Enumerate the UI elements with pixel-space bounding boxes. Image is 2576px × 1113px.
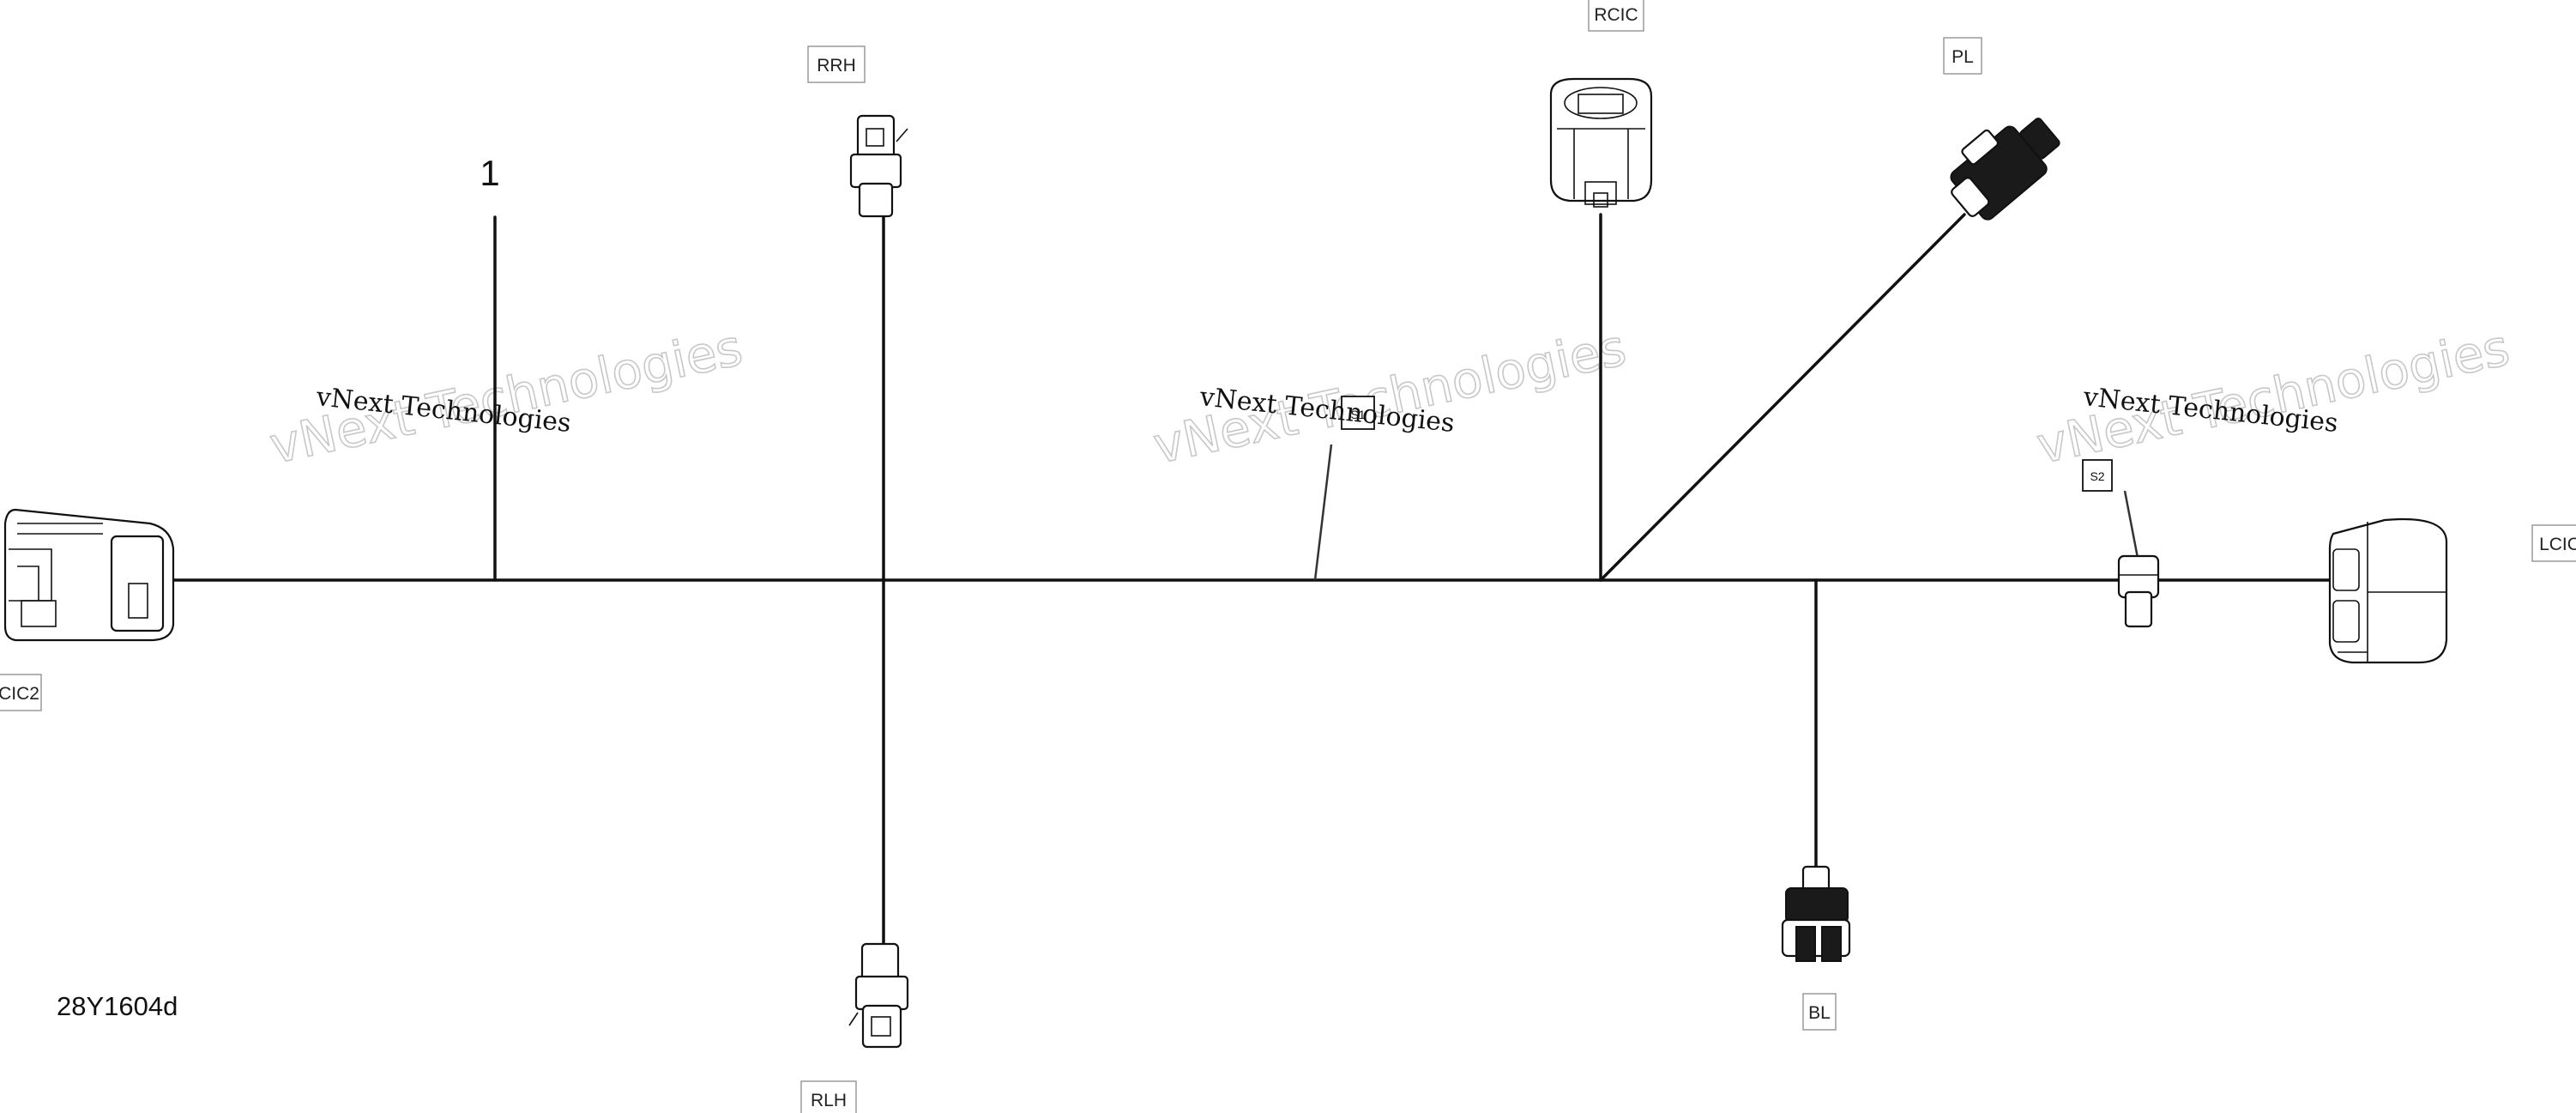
label-pl: PL — [1943, 37, 1982, 75]
svg-text:S1: S1 — [1350, 408, 1365, 421]
svg-text:RLH: RLH — [811, 1091, 847, 1110]
svg-text:S2: S2 — [2090, 469, 2104, 483]
splice-s2-label: S2 — [2082, 459, 2113, 492]
connector-pl-icon — [1950, 118, 2060, 221]
branch-s1-wire — [1313, 444, 1333, 581]
svg-text:CIC2: CIC2 — [0, 684, 39, 704]
label-bl: BL — [1802, 993, 1837, 1031]
label-rrh: RRH — [807, 45, 866, 83]
connector-bl-icon — [1781, 865, 1851, 962]
splice-s1-label: S1 — [1341, 396, 1375, 430]
svg-text:PL: PL — [1952, 47, 1974, 67]
reference-code: 28Y1604d — [57, 991, 178, 1021]
connector-rrh-icon — [849, 114, 908, 218]
svg-text:BL: BL — [1808, 1003, 1831, 1023]
label-lcic: LCIC — [2531, 524, 2576, 562]
svg-text:LCIC: LCIC — [2539, 535, 2576, 554]
callout-number: 1 — [480, 153, 499, 193]
splice-s2-icon — [2117, 554, 2160, 628]
branch-s2-wire — [2123, 490, 2139, 559]
svg-text:RCIC: RCIC — [1594, 5, 1638, 25]
label-rcic: RCIC — [1588, 0, 1644, 32]
connector-cic2-icon — [3, 508, 175, 642]
branch-pl-wire — [1599, 213, 1966, 582]
connector-rlh-icon — [848, 942, 909, 1049]
label-cic2: CIC2 — [0, 674, 42, 711]
connector-lcic-icon — [2328, 517, 2448, 664]
svg-text:RRH: RRH — [817, 56, 856, 76]
connector-rcic-icon — [1549, 77, 1653, 208]
label-rlh: RLH — [800, 1080, 857, 1113]
